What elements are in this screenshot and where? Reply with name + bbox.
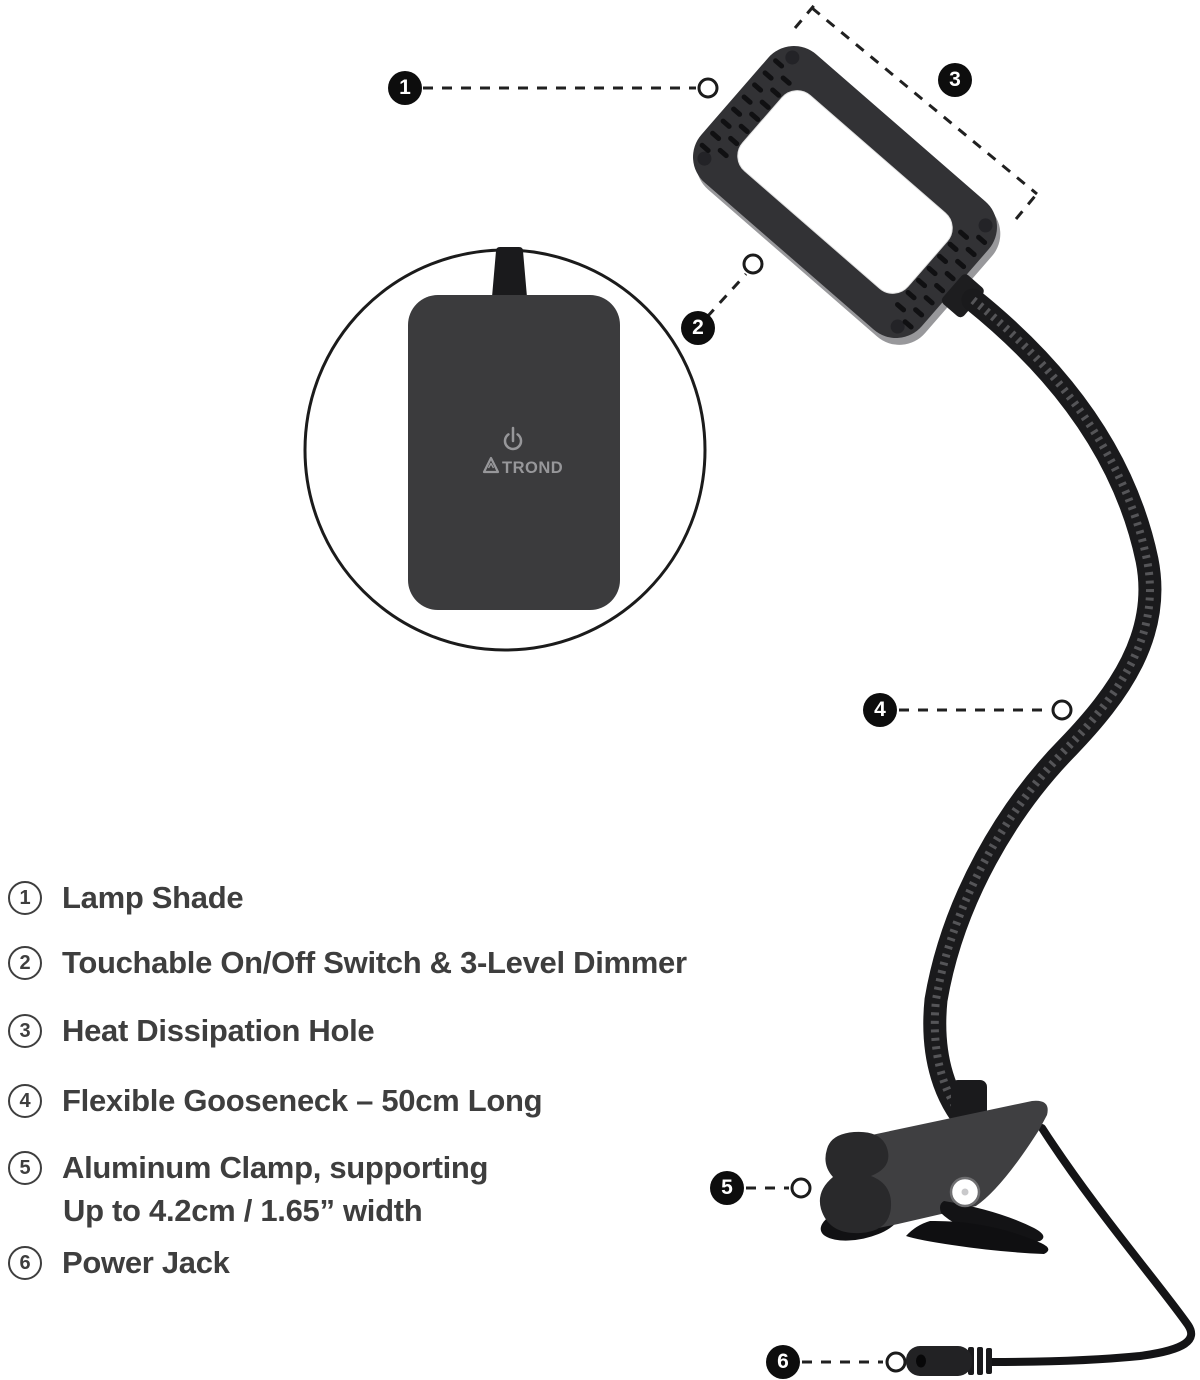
gooseneck-tube xyxy=(923,288,1162,1137)
brand-logo-text: TROND xyxy=(502,459,563,477)
legend-item-4: 4 Flexible Gooseneck – 50cm Long xyxy=(8,1083,543,1119)
vent-slots-bottom-right xyxy=(895,229,988,330)
power-jack xyxy=(906,1346,992,1376)
legend-label-5: Aluminum Clamp, supporting xyxy=(62,1150,489,1185)
lamp-head xyxy=(693,46,1001,345)
power-icon xyxy=(503,426,523,451)
callout-badge-3: 3 xyxy=(938,63,972,97)
callout-badge-5: 5 xyxy=(710,1171,744,1205)
legend-num-2: 2 xyxy=(8,946,42,980)
marker-circle-6 xyxy=(885,1351,907,1373)
marker-circle-5 xyxy=(790,1177,812,1199)
marker-circle-4 xyxy=(1051,699,1073,721)
gooseneck xyxy=(923,288,1162,1137)
jack-barrel xyxy=(906,1346,972,1376)
dimension-tick-3b xyxy=(1014,189,1042,220)
frame-screws xyxy=(697,50,993,334)
callout-markers xyxy=(697,77,1073,1373)
callout-badge-2: 2 xyxy=(681,311,715,345)
power-cable xyxy=(988,1124,1196,1366)
legend-num-3: 3 xyxy=(8,1014,42,1048)
legend-label-2: Touchable On/Off Switch & 3-Level Dimmer xyxy=(62,945,687,980)
leader-line-2 xyxy=(705,272,748,319)
vent-slots-top-left xyxy=(699,58,792,159)
callout-badge-1: 1 xyxy=(388,71,422,105)
legend-num-1: 1 xyxy=(8,881,42,915)
legend-item-6: 6 Power Jack xyxy=(8,1245,230,1281)
legend-num-4: 4 xyxy=(8,1084,42,1118)
legend-num-6: 6 xyxy=(8,1246,42,1280)
trond-triangle-logo xyxy=(482,456,500,474)
clamp-grip-pad xyxy=(819,1131,892,1234)
callout-badge-4: 4 xyxy=(863,693,897,727)
clamp-jaw-tip-upper xyxy=(940,1201,1044,1243)
marker-circle-1 xyxy=(697,77,719,99)
light-panel xyxy=(737,90,953,294)
clamp-jaw-tip-lower xyxy=(906,1220,1049,1254)
gooseneck-rib-texture xyxy=(930,296,1154,1128)
legend-label-4: Flexible Gooseneck – 50cm Long xyxy=(62,1083,543,1118)
clamp-hinge-pin-center xyxy=(961,1188,969,1196)
callout-lines xyxy=(423,1,1051,1364)
legend-label-5-line2: Up to 4.2cm / 1.65” width xyxy=(63,1193,423,1228)
legend-item-1: 1 Lamp Shade xyxy=(8,880,244,916)
callout-badge-6: 6 xyxy=(766,1345,800,1379)
legend-label-1: Lamp Shade xyxy=(62,880,244,915)
jack-socket-hole xyxy=(916,1354,926,1368)
inset-detail: TROND xyxy=(303,247,707,652)
switch-panel-back xyxy=(408,295,620,610)
legend-num-5: 5 xyxy=(8,1151,42,1185)
legend-label-3: Heat Dissipation Hole xyxy=(62,1013,375,1048)
legend-item-3: 3 Heat Dissipation Hole xyxy=(8,1013,375,1049)
clamp xyxy=(819,1080,1049,1254)
legend-label-6: Power Jack xyxy=(62,1245,230,1280)
marker-circle-2 xyxy=(742,253,764,275)
legend-item-5: 5 Aluminum Clamp, supporting xyxy=(8,1150,488,1186)
power-cord-stub xyxy=(492,247,527,297)
dimension-tick-3a xyxy=(793,1,819,29)
legend-item-2: 2 Touchable On/Off Switch & 3-Level Dimm… xyxy=(8,945,687,981)
clamp-upper-arm xyxy=(839,1100,1048,1233)
